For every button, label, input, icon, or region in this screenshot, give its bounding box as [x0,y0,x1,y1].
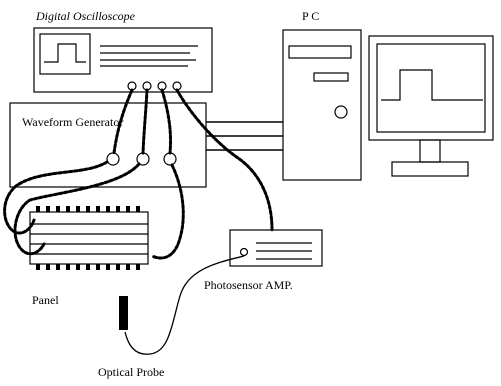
oscilloscope-screen [39,33,91,75]
pc-tower [282,29,362,181]
monitor-pulse [381,69,483,101]
pc-drive-slot [313,72,349,82]
monitor-screen [376,43,486,133]
panel-label: Panel [32,293,59,307]
probe-label: Optical Probe [98,365,164,379]
digital-oscilloscope [33,27,213,93]
signal-cables [3,88,274,260]
pc-power-button [334,105,348,119]
panel-pins-bottom [36,264,140,270]
cable-knob3-panel [150,163,185,260]
panel [29,211,149,265]
monitor-base [391,161,469,177]
panel-pins-top [36,206,140,212]
amp-label: Photosensor AMP. [204,278,293,292]
probe-cable [124,255,245,355]
photosensor-amp [229,229,323,267]
cable-port1-knob1 [112,88,134,155]
oscilloscope-pulse [44,43,86,63]
optical-probe [119,296,128,330]
oscilloscope-label: Digital Oscilloscope [35,9,136,23]
pc-drive-bay [288,45,352,59]
cable-knob1-panel [3,160,109,235]
monitor [368,35,494,177]
generator-knob-3 [163,152,177,166]
monitor-neck [419,139,441,163]
bus-cables [206,121,283,151]
cable-port3-knob3 [160,88,172,155]
cable-port4-amp [175,88,274,232]
amp-connector [239,247,249,257]
generator-knobs [106,152,177,166]
cable-port2-knob2 [141,88,149,155]
generator-knob-1 [106,152,120,166]
waveform-generator [9,102,207,188]
pc-label: P C [302,9,319,23]
generator-label: Waveform Generator [22,115,123,129]
